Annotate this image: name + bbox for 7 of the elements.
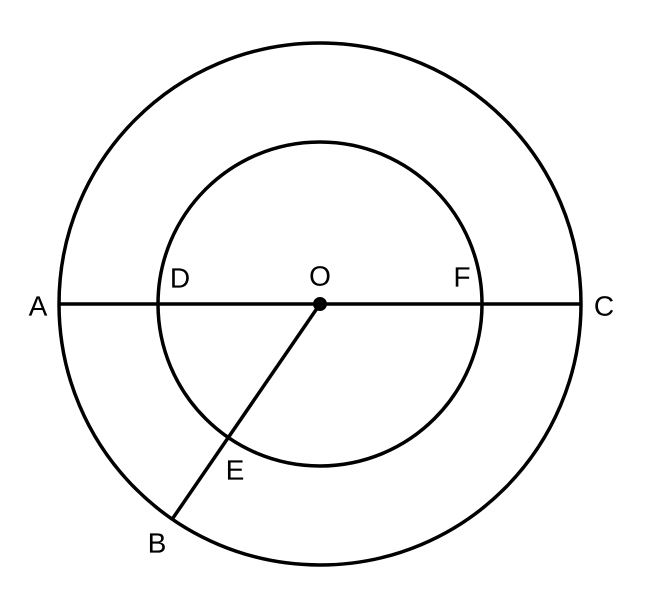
point-label: F <box>456 267 470 287</box>
point-label: B <box>150 533 165 553</box>
point-label: C <box>595 296 614 316</box>
point-label: D <box>172 268 189 288</box>
point-label: E <box>228 460 244 480</box>
point-label: A <box>28 296 48 316</box>
point-label: O <box>310 266 330 286</box>
